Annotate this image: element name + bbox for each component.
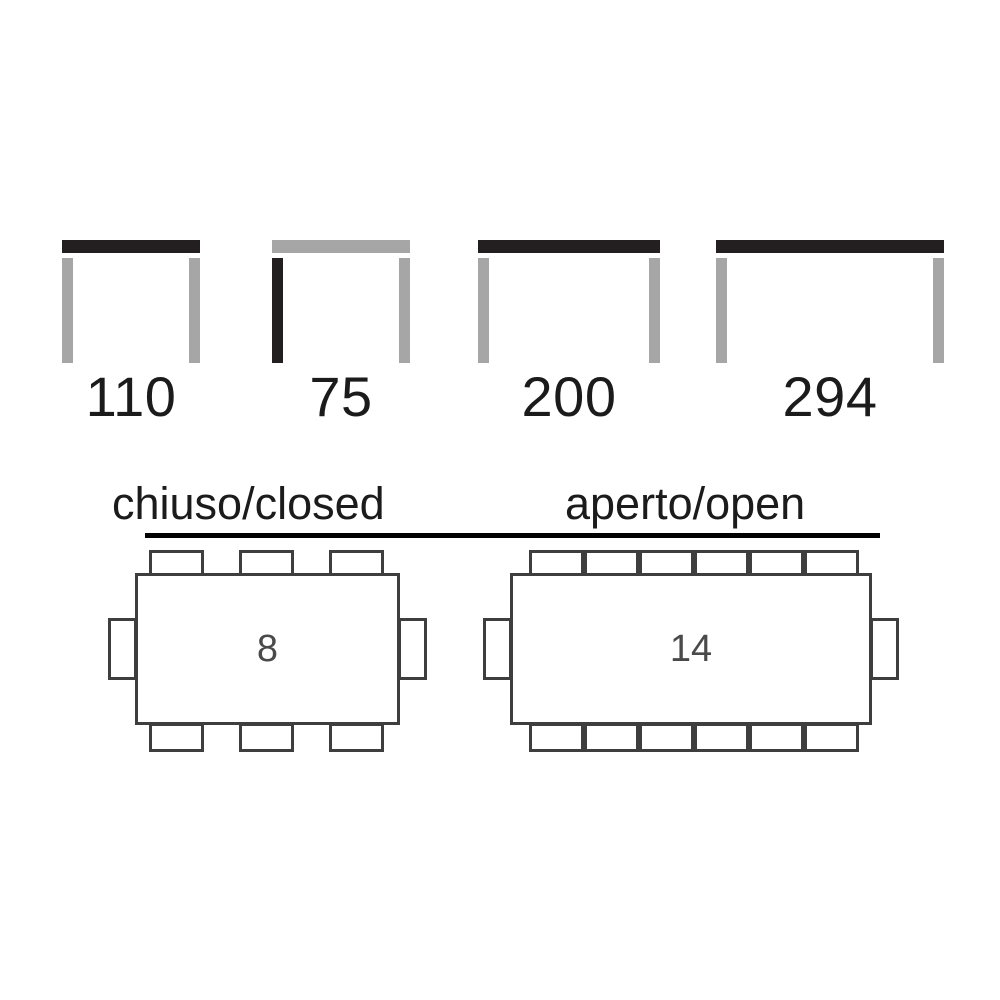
chair-bottom-6	[804, 723, 859, 752]
chair-left-1	[108, 618, 137, 680]
chair-bottom-3	[329, 723, 384, 752]
table-leg-right	[399, 258, 410, 363]
tabletop-surface	[272, 240, 410, 253]
table-leg-right	[649, 258, 660, 363]
caption-aperto-open: aperto/open	[565, 478, 806, 529]
table-surface-open: 14	[510, 573, 872, 725]
dimension-label-200: 200	[521, 365, 617, 428]
dimension-label-110: 110	[85, 365, 177, 428]
chair-left-1	[483, 618, 512, 680]
chair-bottom-2	[584, 723, 639, 752]
seat-count-14: 14	[669, 628, 713, 670]
chair-bottom-2	[239, 723, 294, 752]
section-divider	[145, 533, 880, 538]
table-leg-left	[62, 258, 73, 363]
tabletop-surface	[716, 240, 944, 253]
table-leg-left	[478, 258, 489, 363]
caption-chiuso-closed: chiuso/closed	[112, 478, 385, 529]
dimension-label-75: 75	[309, 365, 373, 428]
chair-right-1	[870, 618, 899, 680]
table-surface-closed: 8	[135, 573, 400, 725]
table-leg-right	[933, 258, 944, 363]
chair-bottom-3	[639, 723, 694, 752]
chair-bottom-5	[749, 723, 804, 752]
tabletop-surface	[478, 240, 660, 253]
table-leg-left	[272, 258, 283, 363]
plan-view-closed: 8	[100, 550, 440, 752]
chair-bottom-1	[529, 723, 584, 752]
dimension-label-294: 294	[782, 365, 878, 428]
chair-bottom-4	[694, 723, 749, 752]
table-leg-right	[189, 258, 200, 363]
chair-right-1	[398, 618, 427, 680]
tabletop-surface	[62, 240, 200, 253]
plan-view-open: 14	[480, 550, 900, 752]
table-leg-left	[716, 258, 727, 363]
seat-count-8: 8	[256, 628, 279, 670]
chair-bottom-1	[149, 723, 204, 752]
